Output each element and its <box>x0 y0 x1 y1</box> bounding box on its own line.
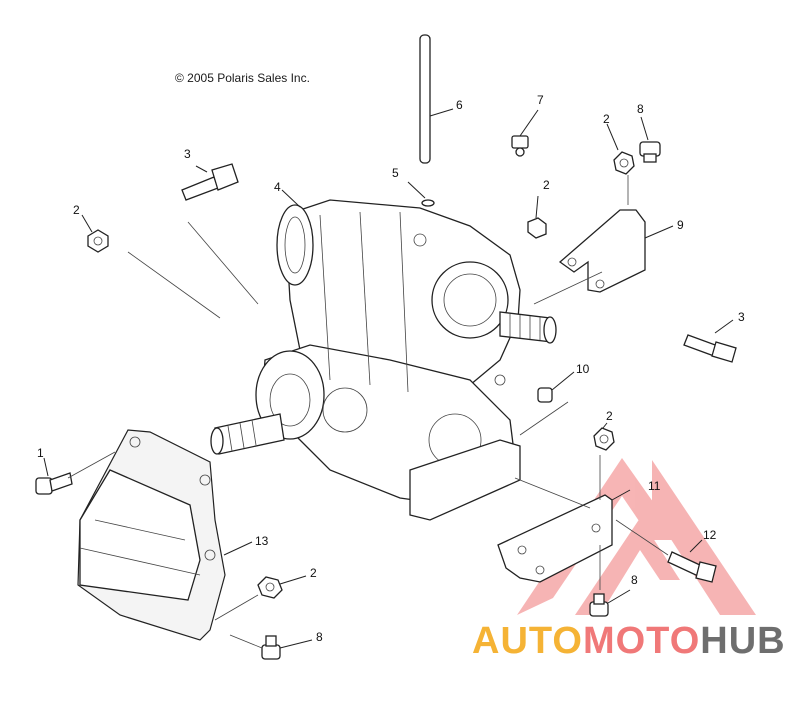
callout-9: 9 <box>677 218 684 232</box>
watermark-hub: HUB <box>700 620 786 662</box>
callout-5: 5 <box>392 166 399 180</box>
callout-2: 2 <box>603 112 610 126</box>
bracket-13-part <box>77 429 226 641</box>
bolt-12-part <box>667 551 717 583</box>
bolt-8-top-part <box>639 141 661 163</box>
transmission-housing-part <box>210 199 557 521</box>
watermark-auto: AUTO <box>472 620 583 662</box>
callout-2: 2 <box>310 566 317 580</box>
clip-7-part <box>511 135 529 157</box>
callout-8: 8 <box>637 102 644 116</box>
bracket-9-part <box>558 209 646 293</box>
callout-6: 6 <box>456 98 463 112</box>
callout-8: 8 <box>631 573 638 587</box>
nut-10-part <box>537 387 553 403</box>
callout-3: 3 <box>184 147 191 161</box>
callout-3: 3 <box>738 310 745 324</box>
shaft-part <box>419 34 431 164</box>
callout-10: 10 <box>576 362 590 376</box>
washer-5-part <box>421 199 435 207</box>
leader-lines <box>43 108 734 649</box>
bolt-8-bottom-part <box>261 635 281 660</box>
watermark-moto: MOTO <box>582 620 701 662</box>
nut-2-right-part <box>593 427 615 451</box>
callout-1: 1 <box>37 446 44 460</box>
callout-11: 11 <box>648 479 661 493</box>
bolt-3-right-part <box>683 334 737 363</box>
nut-2-top-right-part <box>613 151 635 175</box>
callout-12: 12 <box>703 528 717 542</box>
callout-13: 13 <box>255 534 269 548</box>
nut-2-bottom-part <box>257 576 283 599</box>
callout-7: 7 <box>537 93 544 107</box>
bolt-3-upper-part <box>181 163 239 201</box>
nut-2-center-part <box>527 217 547 239</box>
callout-4: 4 <box>274 180 281 194</box>
bracket-11-part <box>497 494 613 583</box>
bolt-8-lower-right-part <box>589 593 609 617</box>
callout-8: 8 <box>316 630 323 644</box>
callout-2: 2 <box>606 409 613 423</box>
bolt-1-part <box>35 472 73 495</box>
callout-2: 2 <box>73 203 80 217</box>
watermark-brand-text: AUTOMOTOHUB <box>472 622 786 660</box>
nut-2-left-part <box>87 229 109 253</box>
copyright-notice: © 2005 Polaris Sales Inc. <box>175 71 310 85</box>
callout-2: 2 <box>543 178 550 192</box>
watermark-logo-icon <box>517 458 756 615</box>
